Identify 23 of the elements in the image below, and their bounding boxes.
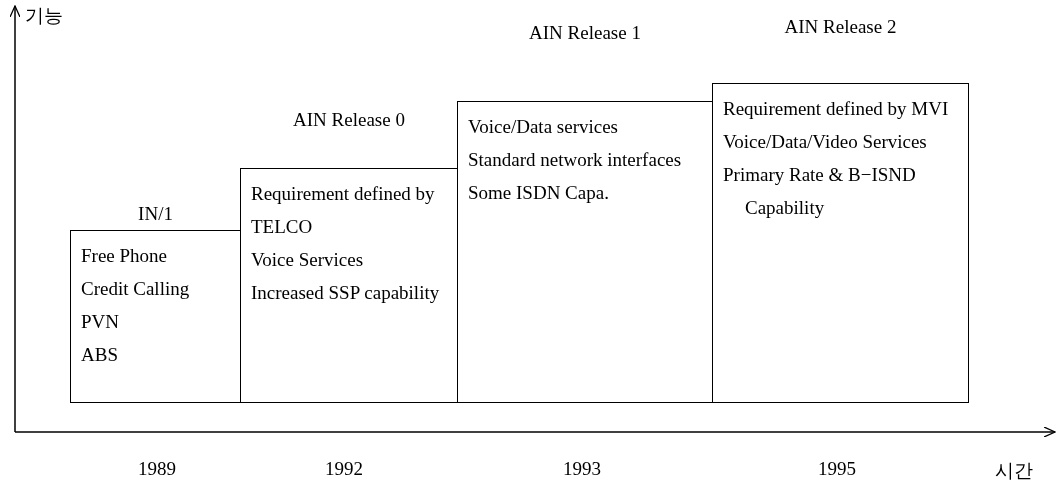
feature-text: Voice Services [251, 248, 365, 272]
year-label: 1989 [138, 458, 176, 480]
feature-text: ABS [81, 343, 119, 367]
box-heading: IN/1 [137, 202, 174, 226]
axis-title: 시간 [995, 459, 1033, 483]
year-label: 1995 [818, 458, 856, 480]
feature-text: Standard network interfaces [468, 148, 683, 172]
box-heading: AIN Release 0 [292, 108, 406, 132]
feature-text: Requirement defined by TELCO [251, 182, 436, 239]
feature-text: Primary Rate & B−ISND Capability [723, 163, 917, 220]
box-heading: AIN Release 2 [783, 15, 898, 39]
feature-text: Free Phone [81, 244, 168, 268]
feature-text: Credit Calling [81, 277, 191, 301]
feature-text: Some ISDN Capa. [468, 181, 610, 205]
year-label: 1993 [563, 458, 601, 480]
feature-text: Requirement defined by MVI [723, 97, 950, 121]
box-heading: AIN Release 1 [528, 21, 642, 45]
year-label: 1992 [325, 458, 363, 480]
feature-text: Voice/Data services [468, 115, 619, 139]
axis-title: 기능 [25, 4, 63, 28]
feature-text: Voice/Data/Video Services [723, 130, 928, 154]
feature-text: PVN [81, 310, 120, 334]
feature-text: Increased SSP capability [251, 281, 441, 305]
